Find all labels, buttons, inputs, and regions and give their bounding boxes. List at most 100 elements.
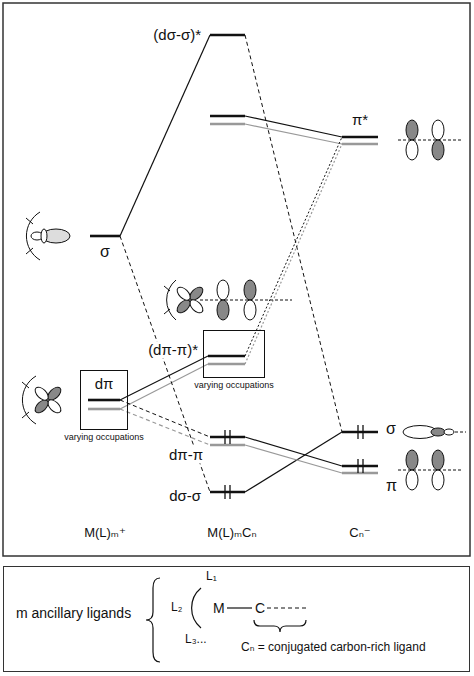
pi-star-orbital-part xyxy=(406,140,418,160)
orbital-label: dσ-σ xyxy=(167,487,203,504)
ligand-structure-part xyxy=(267,607,306,608)
occupation-box: varying occupations xyxy=(203,330,265,378)
frame-part xyxy=(3,3,470,556)
dashed-correlation-part xyxy=(245,35,342,432)
metal-label: M xyxy=(213,600,225,616)
occupation-box: dπvarying occupations xyxy=(80,370,128,430)
pi-orbital-part xyxy=(406,470,418,490)
electron-pair-part xyxy=(224,485,225,499)
electron-pair xyxy=(225,425,363,499)
orbital-label: (dσ-σ)* xyxy=(151,26,203,43)
ligand-structure-part xyxy=(192,588,201,628)
d-orbital-part xyxy=(46,398,64,416)
d-orbital-part xyxy=(22,376,36,424)
electron-pair-part xyxy=(229,485,230,499)
pi-star-orbital-part xyxy=(398,140,462,141)
ligand-structure-part xyxy=(254,620,306,632)
grey-level xyxy=(88,124,378,473)
solid-correlation-part xyxy=(245,437,342,466)
ligand-note: Cₙ = conjugated carbon-rich ligand xyxy=(241,641,426,655)
sigma-orbital xyxy=(26,212,70,260)
legend-panel: m ancillary ligands L₁ L₂ L₃... M C Cₙ = conju… xyxy=(3,566,470,672)
black-level-part xyxy=(210,491,245,494)
atom-label: C xyxy=(255,600,265,616)
column-label: M(L)ₘ⁺ xyxy=(82,526,128,541)
ligand-label: L₂ xyxy=(171,601,182,615)
sigma-orbital-part xyxy=(41,229,47,243)
sigma-orbital-part xyxy=(444,429,454,435)
dpi-pi-orbital-part xyxy=(164,286,170,291)
black-level-part xyxy=(342,465,378,468)
pi-orbital-part xyxy=(432,470,444,490)
column-label: Cₙ⁻ xyxy=(347,526,372,541)
pi-star-orbital xyxy=(398,120,462,160)
dotted-correlation-part xyxy=(245,137,342,356)
grey-level-part xyxy=(208,363,245,366)
d-orbital xyxy=(22,376,63,424)
orbital-label: dπ-π xyxy=(167,446,205,463)
d-orbital-part xyxy=(33,385,51,403)
solid-correlation-part xyxy=(120,35,210,236)
solid-correlation xyxy=(120,35,342,492)
dpi-pi-orbital-part xyxy=(244,300,256,320)
pi-orbital xyxy=(398,450,462,490)
d-orbital-part xyxy=(33,385,63,415)
electron-pair-part xyxy=(362,459,363,473)
black-level-part xyxy=(210,436,245,439)
grey-level-part xyxy=(88,408,120,411)
ligand-label: L₁ xyxy=(206,570,217,584)
ligand-structure-part xyxy=(227,607,252,608)
black-level-part xyxy=(208,355,245,358)
black-level-part xyxy=(90,235,120,238)
dpi-pi-orbital-part xyxy=(217,300,229,320)
correlation-line xyxy=(128,359,203,397)
legend-text: m ancillary ligands xyxy=(16,605,131,621)
electron-pair-part xyxy=(224,430,225,444)
ligand-label: L₃... xyxy=(185,633,207,647)
d-orbital-part xyxy=(46,385,64,403)
sigma-orbital xyxy=(403,426,466,439)
pi-orbital-part xyxy=(406,450,418,470)
orbital-label: dπ xyxy=(81,371,127,392)
electron-pair-part xyxy=(357,459,358,473)
orbital-label: σ xyxy=(384,420,398,438)
black-level xyxy=(88,35,378,492)
grey-correlation-part xyxy=(245,144,342,364)
sigma-orbital-part xyxy=(26,218,33,224)
grey-correlation-part xyxy=(245,124,342,144)
electron-pair-part xyxy=(229,430,230,444)
grey-level-part xyxy=(342,472,378,475)
dpi-pi-orbital-part xyxy=(175,285,193,303)
orbital-label: π* xyxy=(350,111,370,128)
grey-correlation-part xyxy=(245,445,342,473)
grey-level-part xyxy=(210,123,245,126)
grey-level-part xyxy=(210,444,245,447)
dashed-correlation-part xyxy=(120,236,210,492)
black-level-part xyxy=(210,34,245,37)
dpi-pi-orbital-part xyxy=(244,280,256,300)
pi-star-orbital-part xyxy=(432,120,444,140)
grey-level-part xyxy=(342,143,378,146)
orbital-label: σ xyxy=(98,243,112,261)
sigma-orbital-part xyxy=(42,229,70,243)
electron-pair-part xyxy=(362,425,363,439)
black-level-part xyxy=(342,136,378,139)
column-label: M(L)ₘCₙ xyxy=(205,526,258,541)
sigma-orbital-part xyxy=(26,248,33,254)
dpi-pi-orbital xyxy=(164,280,292,320)
d-orbital-part xyxy=(22,382,29,388)
grey-correlation xyxy=(120,124,342,473)
note-text: varying occupations xyxy=(62,432,146,442)
dotted-correlation xyxy=(245,137,342,356)
black-level-part xyxy=(210,115,245,118)
orbital-label: π xyxy=(384,477,399,495)
pi-orbital-part xyxy=(432,450,444,470)
black-level-part xyxy=(342,431,378,434)
pi-orbital-part xyxy=(398,470,462,471)
ligand-structure-part xyxy=(146,578,160,662)
pi-star-orbital-part xyxy=(432,140,444,160)
d-orbital-part xyxy=(22,412,29,418)
